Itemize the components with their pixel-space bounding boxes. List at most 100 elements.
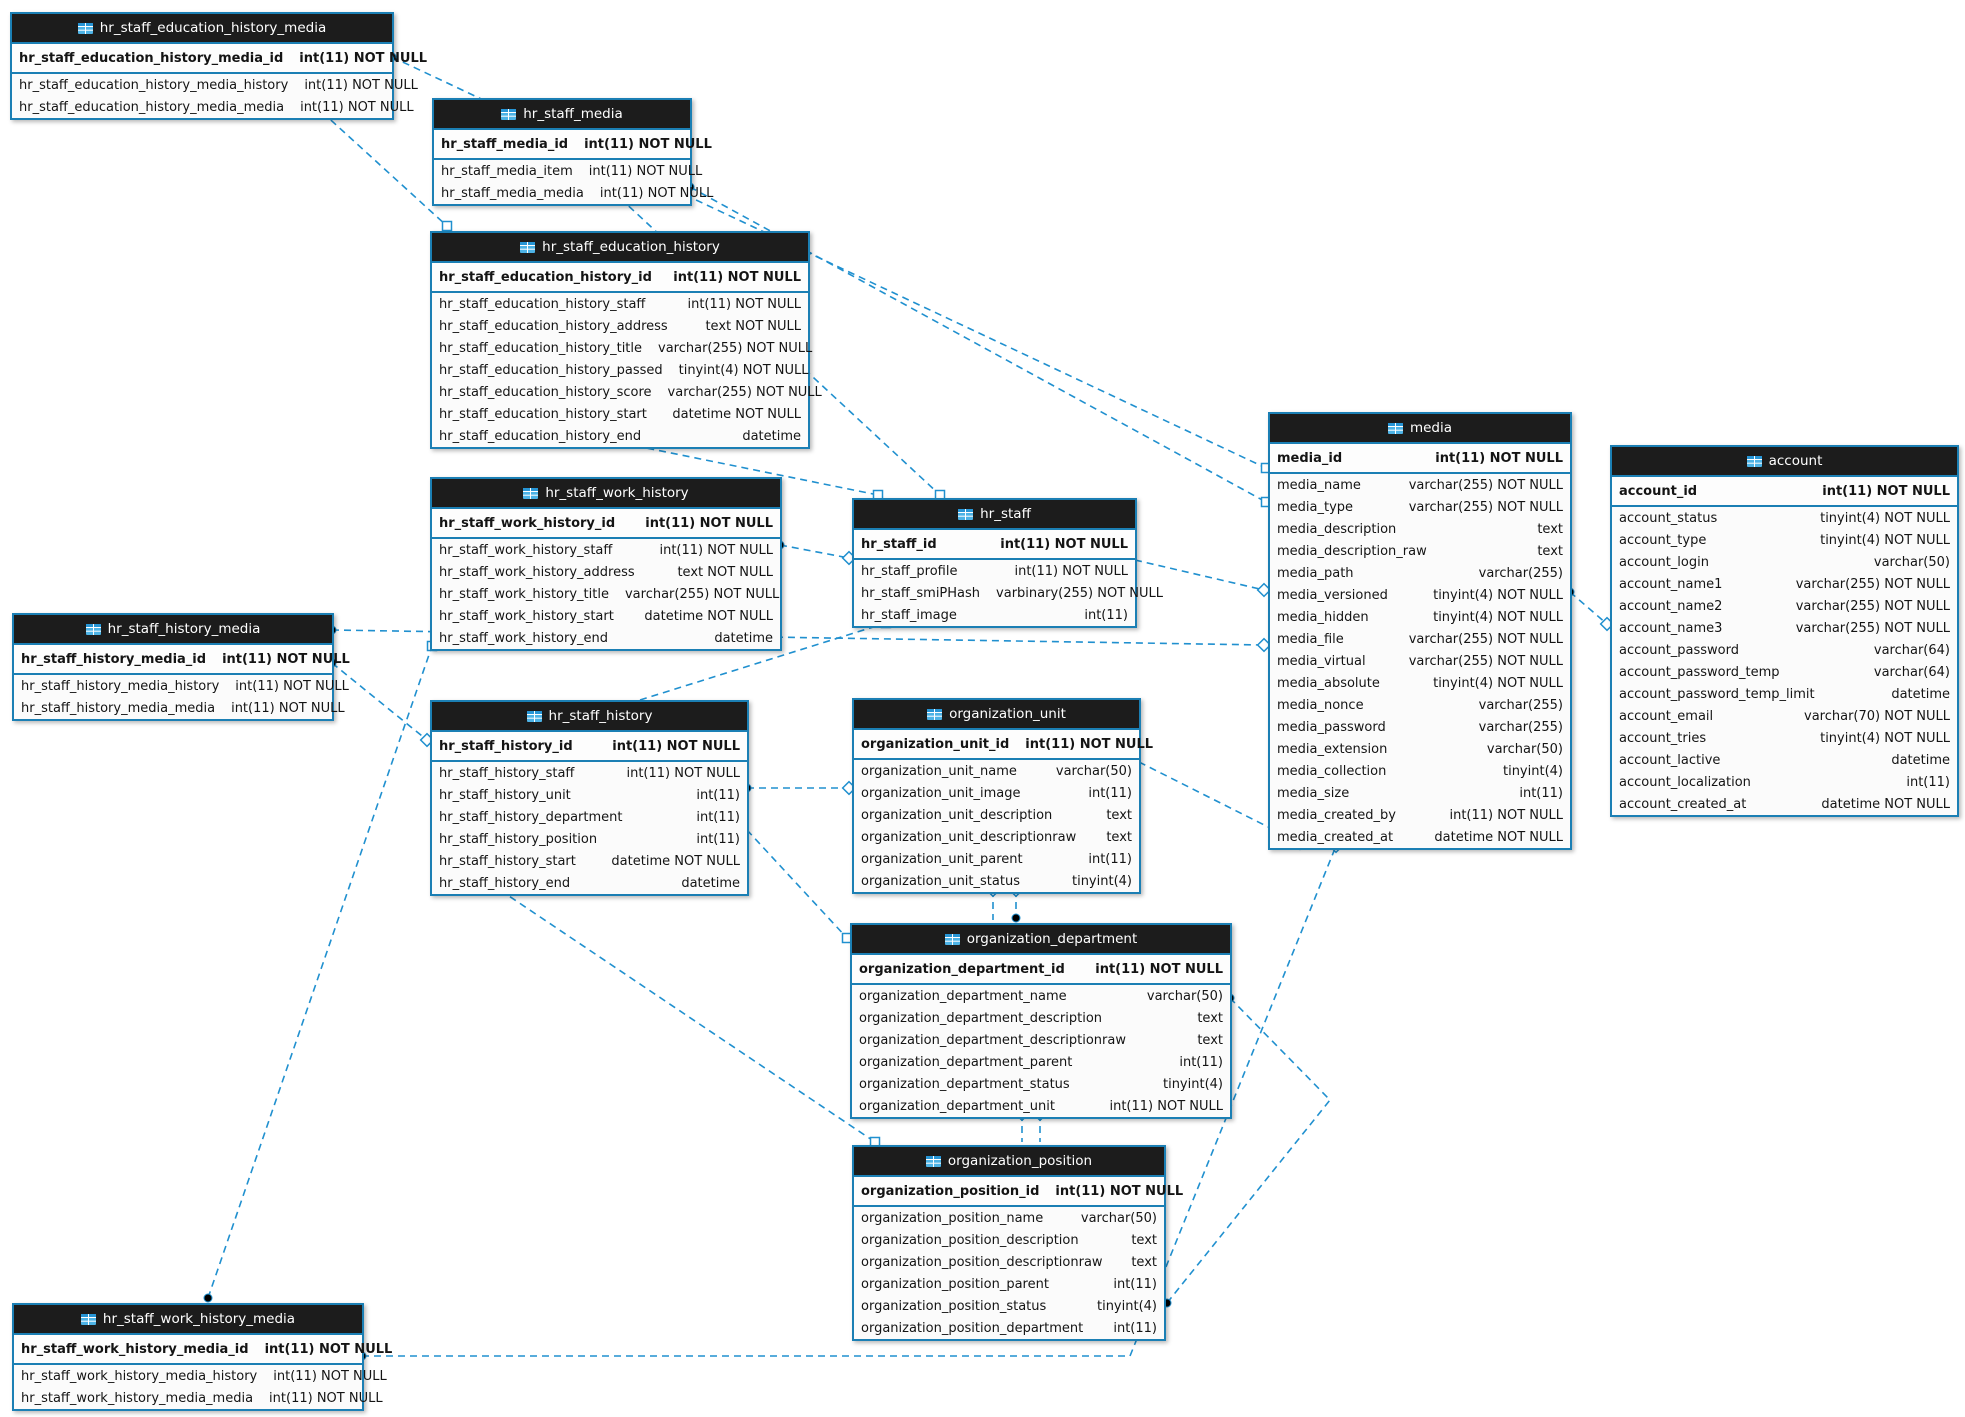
table-header[interactable]: hr_staff_media <box>434 100 690 130</box>
table-header[interactable]: media <box>1270 414 1570 444</box>
relation-line-staff-history-to-position[interactable] <box>499 889 876 1143</box>
table-header[interactable]: organization_position <box>854 1147 1164 1177</box>
table-header[interactable]: hr_staff_education_history_media <box>12 14 392 44</box>
relation-line-staff-history-to-hr-staff[interactable] <box>639 622 887 701</box>
relation-line-edu-history-to-hr-staff[interactable] <box>611 440 879 496</box>
table-header[interactable]: hr_staff_work_history <box>432 479 780 509</box>
table-header[interactable]: hr_staff <box>854 500 1135 530</box>
table-hr_staff_history_media[interactable]: hr_staff_history_media hr_staff_history_m… <box>12 613 350 721</box>
table-header[interactable]: hr_staff_work_history_media <box>14 1305 362 1335</box>
table-header[interactable]: organization_unit <box>854 700 1139 730</box>
relation-line-history-media-to-staff-history[interactable] <box>331 662 428 741</box>
relation-line-staff-history-to-department[interactable] <box>746 829 848 939</box>
table-header[interactable]: hr_staff_history <box>432 702 747 732</box>
relation-line-media-to-account[interactable] <box>1569 591 1608 625</box>
relation-line-work-history-media-to-work-history[interactable] <box>207 645 433 1299</box>
table-header[interactable]: hr_staff_history_media <box>14 615 332 645</box>
relation-line-work-history-to-hr-staff[interactable] <box>779 544 850 559</box>
column-row[interactable]: hr_staff_education_history_media_history… <box>12 74 418 96</box>
relation-line-edu-history-media-to-edu-history[interactable] <box>321 111 448 227</box>
table-header[interactable]: hr_staff_education_history <box>432 233 808 263</box>
relation-line-position-to-department-long[interactable] <box>1166 997 1332 1304</box>
